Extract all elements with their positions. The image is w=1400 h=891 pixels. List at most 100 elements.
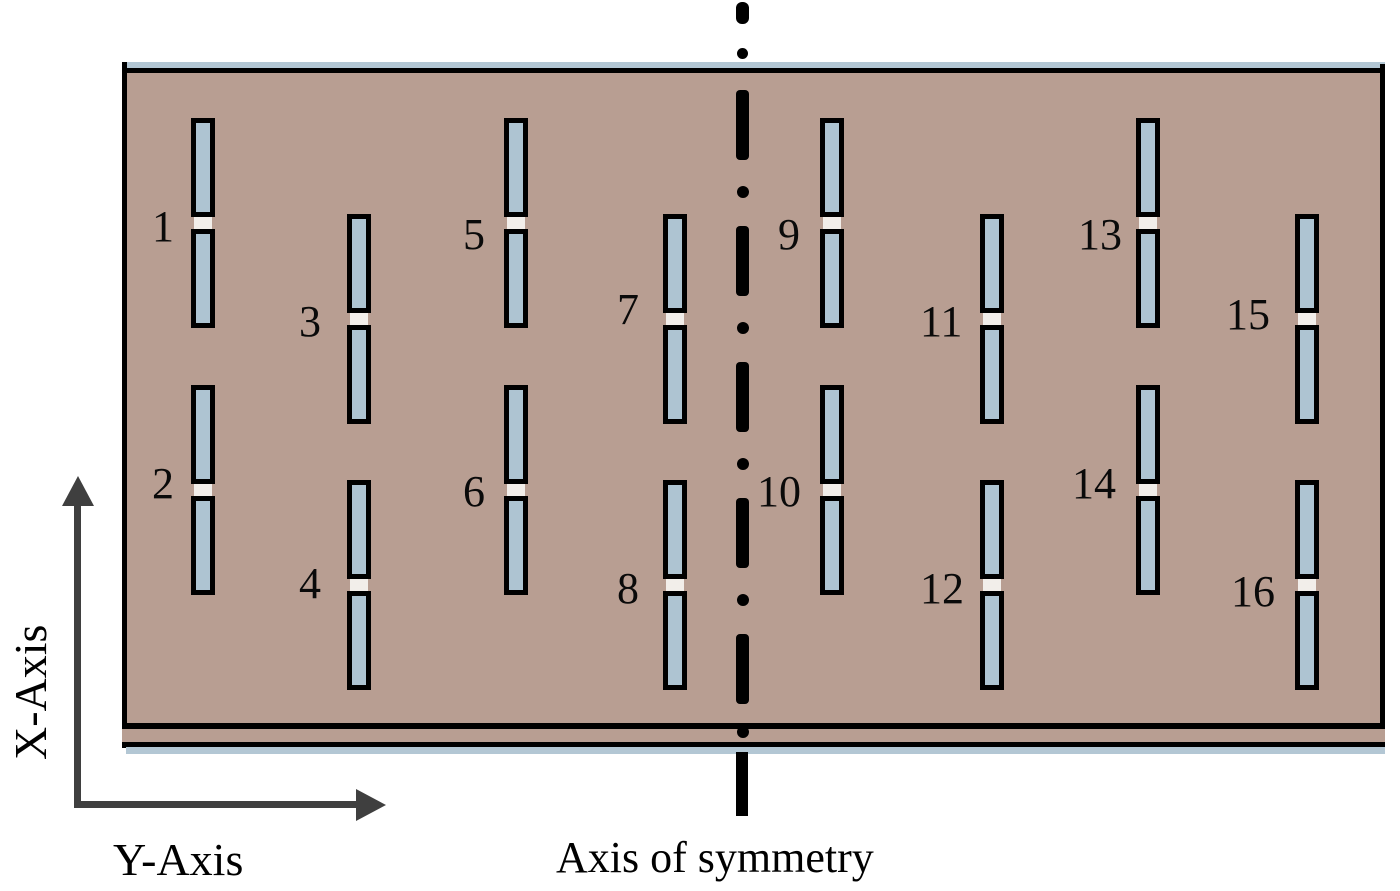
patch-bar-upper <box>820 385 844 484</box>
patch-bar-upper <box>347 214 371 313</box>
patch-element-14[interactable] <box>1136 385 1160 595</box>
patch-label-9: 9 <box>778 210 800 259</box>
patch-label-6: 6 <box>463 467 485 516</box>
symmetry-dash <box>736 226 749 296</box>
patch-bar-upper <box>980 480 1004 579</box>
patch-bar-upper <box>663 214 687 313</box>
patch-element-9[interactable] <box>820 118 844 328</box>
patch-bar-lower <box>980 325 1004 424</box>
patch-gap <box>666 579 684 591</box>
patch-element-6[interactable] <box>504 385 528 595</box>
y-axis-arrowhead <box>356 789 386 821</box>
patch-element-8[interactable] <box>663 480 687 690</box>
symmetry-dash <box>736 362 749 432</box>
patch-bar-upper <box>663 480 687 579</box>
patch-gap <box>1139 217 1157 229</box>
patch-bar-lower <box>980 591 1004 690</box>
symmetry-dot <box>737 48 748 59</box>
patch-label-1: 1 <box>152 202 174 251</box>
patch-label-15: 15 <box>1226 290 1270 339</box>
patch-bar-lower <box>820 496 844 595</box>
patch-gap <box>194 484 212 496</box>
symmetry-leader-line <box>736 752 748 816</box>
symmetry-dot <box>737 186 749 198</box>
patch-element-10[interactable] <box>820 385 844 595</box>
patch-bar-lower <box>347 325 371 424</box>
patch-gap <box>507 484 525 496</box>
symmetry-dash <box>736 634 749 704</box>
patch-label-14: 14 <box>1072 459 1116 508</box>
patch-element-16[interactable] <box>1295 480 1319 690</box>
plate-right-outline <box>1380 64 1385 742</box>
patch-label-13: 13 <box>1078 210 1122 259</box>
patch-gap <box>1298 313 1316 325</box>
plate-top-outline <box>122 68 1385 74</box>
patch-gap <box>1298 579 1316 591</box>
patch-element-12[interactable] <box>980 480 1004 690</box>
patch-element-4[interactable] <box>347 480 371 690</box>
patch-element-5[interactable] <box>504 118 528 328</box>
patch-label-12: 12 <box>920 564 964 613</box>
patch-gap <box>666 313 684 325</box>
patch-bar-lower <box>663 325 687 424</box>
x-axis-arrowhead <box>62 476 94 506</box>
patch-gap <box>983 313 1001 325</box>
patch-gap <box>350 579 368 591</box>
patch-gap <box>1139 484 1157 496</box>
patch-bar-lower <box>1136 229 1160 328</box>
plate-bottom-outline-upper <box>122 723 1385 729</box>
patch-label-8: 8 <box>617 564 639 613</box>
patch-bar-lower <box>347 591 371 690</box>
patch-bar-upper <box>191 385 215 484</box>
patch-gap <box>507 217 525 229</box>
patch-element-2[interactable] <box>191 385 215 595</box>
symmetry-dash <box>736 498 749 568</box>
symmetry-dot <box>737 726 749 738</box>
patch-bar-lower <box>504 496 528 595</box>
patch-element-15[interactable] <box>1295 214 1319 424</box>
patch-gap <box>350 313 368 325</box>
patch-label-11: 11 <box>920 297 963 346</box>
patch-bar-upper <box>980 214 1004 313</box>
patch-bar-upper <box>1136 118 1160 217</box>
patch-bar-upper <box>1295 214 1319 313</box>
patch-label-4: 4 <box>299 559 321 608</box>
x-axis-label: X-Axis <box>5 624 56 760</box>
patch-element-13[interactable] <box>1136 118 1160 328</box>
plate-bottom-blue-strip <box>126 747 1385 754</box>
patch-gap <box>983 579 1001 591</box>
patch-gap <box>823 484 841 496</box>
patch-label-5: 5 <box>463 210 485 259</box>
symmetry-dot <box>736 2 749 24</box>
patch-bar-lower <box>663 591 687 690</box>
plate-top-edge-strip <box>126 62 1385 69</box>
patch-element-1[interactable] <box>191 118 215 328</box>
patch-element-7[interactable] <box>663 214 687 424</box>
axis-of-symmetry-label: Axis of symmetry <box>556 833 874 882</box>
patch-bar-lower <box>191 496 215 595</box>
patch-element-3[interactable] <box>347 214 371 424</box>
symmetry-dot <box>737 594 749 606</box>
patch-bar-upper <box>504 118 528 217</box>
patch-bar-lower <box>504 229 528 328</box>
patch-label-16: 16 <box>1231 567 1275 616</box>
symmetry-dash <box>736 90 749 160</box>
plate-bottom-edge-strip <box>122 729 1385 743</box>
patch-label-7: 7 <box>617 285 639 334</box>
patch-element-11[interactable] <box>980 214 1004 424</box>
x-axis-shaft <box>74 500 81 808</box>
patch-label-2: 2 <box>152 459 174 508</box>
patch-label-10: 10 <box>757 467 801 516</box>
patch-bar-upper <box>820 118 844 217</box>
patch-gap <box>823 217 841 229</box>
patch-bar-lower <box>1295 325 1319 424</box>
symmetry-dot <box>737 458 749 470</box>
patch-bar-upper <box>504 385 528 484</box>
patch-bar-lower <box>1136 496 1160 595</box>
plate-left-outline <box>122 62 127 734</box>
patch-label-3: 3 <box>299 297 321 346</box>
patch-bar-upper <box>1295 480 1319 579</box>
patch-bar-upper <box>191 118 215 217</box>
patch-bar-lower <box>820 229 844 328</box>
